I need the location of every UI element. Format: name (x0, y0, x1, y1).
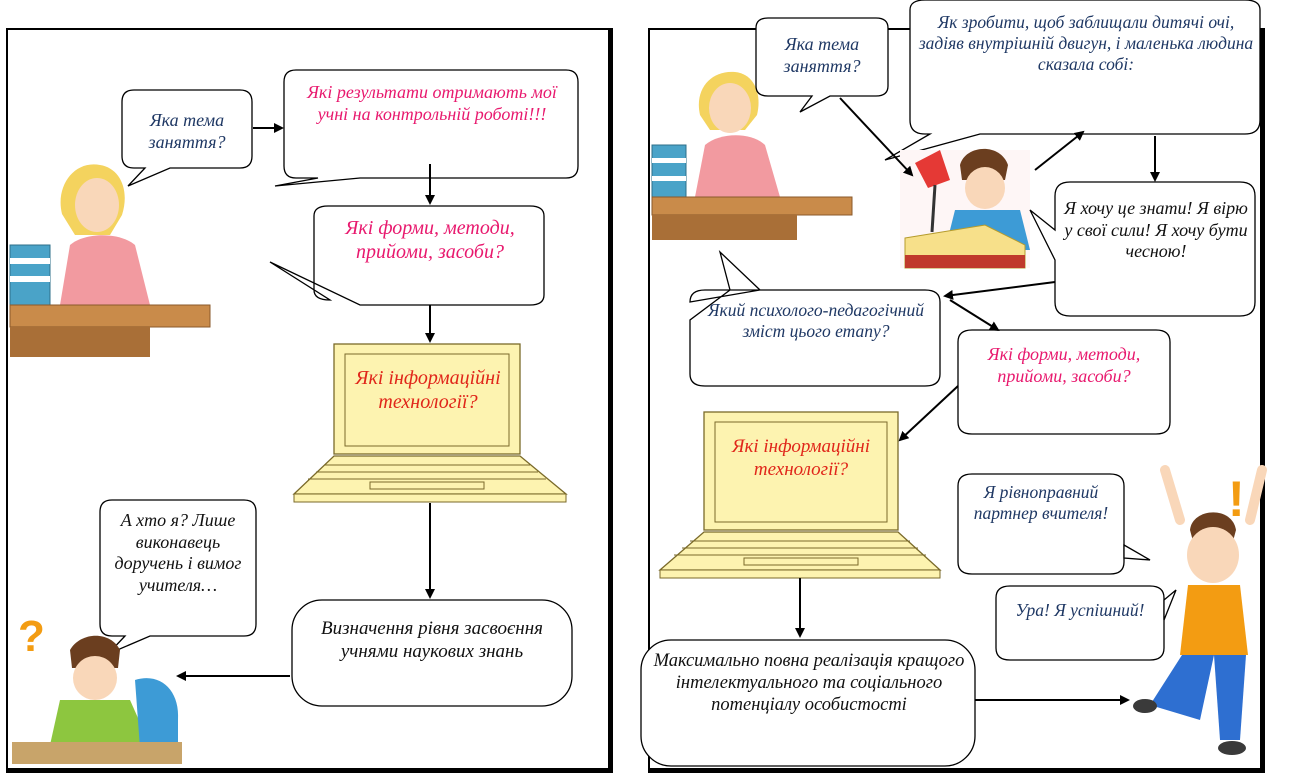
laptop-left (292, 343, 568, 503)
left-methods-question: Які форми, методи, прийоми, засоби? (345, 217, 515, 263)
left-student-thought: А хто я? Лише виконавець доручень і вимо… (114, 510, 242, 595)
right-student-says: Я хочу це знати! Я вірю у свої сили! Я х… (1064, 198, 1248, 262)
outcome-box-right (640, 639, 976, 767)
bubble-motivate-right (884, 0, 1261, 161)
question-mark-icon: ? (18, 612, 45, 661)
left-it-question: Які інформаційні технології? (355, 367, 501, 413)
bubble-partner-right (957, 473, 1151, 575)
student-reading-illustration (900, 148, 1030, 269)
bubble-content-right (689, 249, 941, 387)
bubble-results-left (274, 69, 579, 187)
happy-boy-illustration (1133, 465, 1267, 755)
right-topic-question: Яка тема заняття? (783, 34, 861, 76)
bubble-success-right (995, 585, 1177, 661)
right-methods-question: Які форми, методи, прийоми, засоби? (987, 344, 1141, 386)
right-success-text: Ура! Я успішний! (1015, 600, 1145, 620)
left-topic-question: Яка тема заняття? (148, 110, 226, 152)
bubble-topic-right (755, 17, 889, 113)
laptop-right (658, 411, 942, 579)
arrows-right (795, 97, 1160, 705)
teacher-illustration-right (651, 71, 853, 240)
left-outcome-text: Визначення рівня засвоєння учнями науков… (321, 618, 543, 662)
arrows-left (176, 123, 435, 681)
bubble-student-says-right (1029, 181, 1256, 317)
student-illustration-left (12, 635, 182, 764)
bubble-methods-right (957, 329, 1171, 435)
right-content-question: Який психолого-педагогічний зміст цього … (708, 300, 924, 341)
outcome-box-left (291, 599, 573, 707)
bubble-student-left (99, 499, 257, 655)
right-outcome-text: Максимально повна реалізація кращого інт… (653, 651, 965, 716)
right-partner-text: Я рівноправний партнер вчителя! (973, 482, 1109, 523)
teacher-illustration (9, 164, 211, 357)
exclamation-mark-icon: ! (1228, 471, 1245, 527)
bubble-methods-left (269, 205, 545, 306)
bubble-topic-left (121, 89, 253, 187)
left-results-question: Які результати отримають мої учні на кон… (307, 82, 557, 124)
right-it-question: Які інформаційні технології? (731, 436, 870, 480)
right-motivation-question: Як зробити, щоб заблищали дитячі очі, за… (918, 12, 1254, 74)
